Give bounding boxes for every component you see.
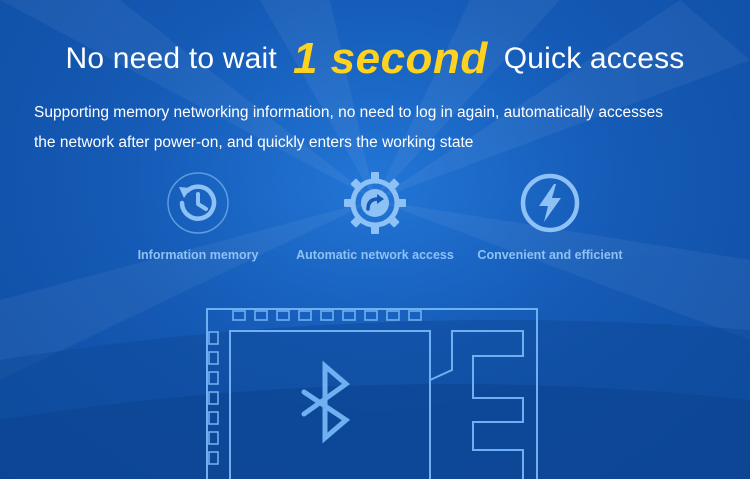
history-clock-icon xyxy=(167,172,229,234)
description: Supporting memory networking information… xyxy=(34,98,734,158)
module-top-pins xyxy=(232,310,422,321)
module-antenna-trace xyxy=(429,330,524,479)
gear-arrow-icon xyxy=(344,172,406,234)
lightning-icon xyxy=(520,173,580,233)
module-chip-area xyxy=(229,330,431,479)
description-line-1: Supporting memory networking information… xyxy=(34,104,663,121)
bluetooth-module-diagram xyxy=(206,308,538,479)
headline-suffix: Quick access xyxy=(503,42,685,75)
description-line-2: the network after power-on, and quickly … xyxy=(34,134,474,151)
headline-highlight: 1 second xyxy=(292,34,488,83)
headline-prefix: No need to wait xyxy=(65,42,277,75)
headline: No need to wait 1 second Quick access xyxy=(0,34,750,84)
bluetooth-icon xyxy=(301,360,351,444)
module-outline xyxy=(206,308,538,479)
feature-label: Information memory xyxy=(137,248,259,262)
feature-information-memory: Information memory xyxy=(103,170,293,262)
feature-convenient-and-efficient: Convenient and efficient xyxy=(455,170,645,262)
feature-label: Automatic network access xyxy=(296,248,454,262)
feature-label: Convenient and efficient xyxy=(477,248,623,262)
feature-automatic-network-access: Automatic network access xyxy=(280,170,470,262)
module-side-pins xyxy=(208,331,219,465)
